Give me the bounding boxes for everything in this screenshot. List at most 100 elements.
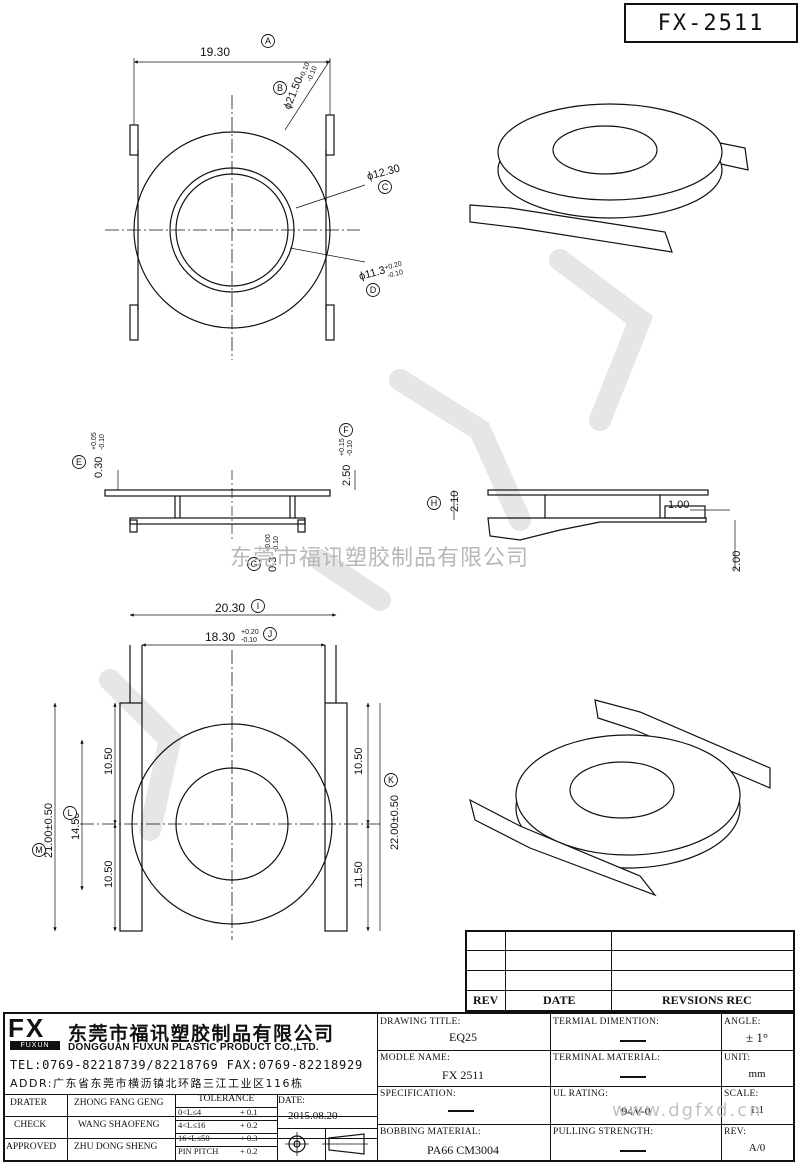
date-value: 2015.08.20 xyxy=(288,1110,338,1122)
front-view-labels: 0.30 +0.05 -0.10 2.50 +0.15 -0.10 0.3 +0… xyxy=(91,432,354,572)
angle-label: ANGLE: xyxy=(724,1017,761,1027)
dim-right-top: 10.50 xyxy=(353,747,365,775)
dim-g: 0.3 xyxy=(267,557,279,572)
dim-left-bottom: 10.50 xyxy=(103,860,115,888)
dim-f: 2.50 xyxy=(341,465,353,486)
ul-rating: 94V-0 xyxy=(621,1104,651,1118)
dim-b: ϕ21.50 xyxy=(282,75,306,111)
scale: 1:1 xyxy=(749,1104,765,1116)
check-name: WANG SHAOFENG xyxy=(78,1120,160,1130)
drawing-title-label: DRAWING TITLE: xyxy=(380,1017,461,1027)
dim-f-tol-low: -0.10 xyxy=(347,440,354,456)
bobbin-material-label: BOBBING MATERIAL: xyxy=(380,1127,481,1137)
callout-e: E xyxy=(76,457,82,467)
logo-sub: FUXUN xyxy=(10,1041,60,1050)
tol-range-2: 4<L≤16 xyxy=(178,1120,206,1130)
bottom-view-labels: 20.30 18.30 +0.20 -0.10 21.00±0.50 14.50… xyxy=(43,601,401,888)
callouts xyxy=(32,34,441,857)
callout-m: M xyxy=(35,845,43,855)
dim-left-top: 10.50 xyxy=(103,747,115,775)
callout-k: K xyxy=(388,775,394,785)
rev-header: REV xyxy=(473,993,499,1007)
tol-range-3: 16<L≤50 xyxy=(178,1133,210,1143)
rev-label: REV: xyxy=(724,1127,747,1137)
rev-value: A/0 xyxy=(748,1142,766,1154)
drawing-number: FX-2511 xyxy=(624,3,798,43)
dim-l: 14.50 xyxy=(70,812,82,840)
ul-rating-label: UL RATING: xyxy=(553,1089,609,1099)
dim-m: 21.00±0.50 xyxy=(43,803,55,858)
dim-e-tol-low: -0.10 xyxy=(99,434,106,450)
dim-e: 0.30 xyxy=(93,457,105,478)
dim-a: 19.30 xyxy=(200,45,230,59)
revision-table: REV DATE REVSIONS REC xyxy=(465,930,795,1012)
isometric-view-top xyxy=(469,103,749,253)
drater-label: DRATER xyxy=(10,1098,47,1108)
callout-h: H xyxy=(431,498,438,508)
check-label: CHECK xyxy=(14,1120,47,1130)
dim-side-2: 2.00 xyxy=(731,551,743,572)
company-address: ADDR:广东省东莞市横沥镇北环路三江工业区116栋 xyxy=(10,1077,304,1090)
dim-j: 18.30 xyxy=(205,630,235,644)
callout-l: L xyxy=(67,808,72,818)
dim-e-tol-up: +0.05 xyxy=(91,432,98,450)
title-block xyxy=(3,1012,795,1162)
dim-g-tol-up: +0.00 xyxy=(265,534,272,552)
dim-d-tol-low: -0.10 xyxy=(387,269,404,280)
terminal-dimention-label: TERMIAL DIMENTION: xyxy=(553,1017,660,1027)
tol-range-1: 0<L≤4 xyxy=(178,1107,202,1117)
bottom-view xyxy=(53,613,381,940)
projection-symbol-icon xyxy=(285,1132,368,1156)
callout-b: B xyxy=(277,83,283,93)
logo-fx: FX xyxy=(8,1013,46,1043)
date-header: DATE xyxy=(543,993,576,1007)
dim-d-tol-up: +0.20 xyxy=(384,261,403,272)
isometric-view-bottom xyxy=(469,699,771,897)
dim-k: 22.00±0.50 xyxy=(389,795,401,850)
callout-c: C xyxy=(382,182,389,192)
dim-i: 20.30 xyxy=(215,601,245,615)
terminal-dimention-empty xyxy=(620,1040,646,1042)
tol-range-4: PIN PITCH xyxy=(178,1146,219,1156)
specification-empty xyxy=(448,1110,474,1112)
dim-f-tol-up: +0.15 xyxy=(339,438,346,456)
specification-label: SPECIFICATION: xyxy=(380,1089,456,1099)
top-view xyxy=(105,58,366,360)
callout-f: F xyxy=(343,425,349,435)
pulling-strength-label: PULLING STRENGTH: xyxy=(553,1127,654,1137)
unit-label: UNIT: xyxy=(724,1053,751,1063)
callout-a: A xyxy=(265,36,271,46)
dim-c: ϕ12.30 xyxy=(366,163,402,183)
dim-g-tol-low: -0.10 xyxy=(273,536,280,552)
watermark-site: www.dgfxd.cn xyxy=(612,1100,763,1121)
watermark-text: 东莞市福讯塑胶制品有限公司 xyxy=(230,546,530,571)
terminal-material-label: TERMINAL MATERIAL: xyxy=(553,1053,661,1063)
unit: mm xyxy=(748,1068,766,1080)
top-view-labels: 19.30 ϕ21.50 +0.10 -0.10 ϕ12.30 ϕ11.3 +0… xyxy=(200,45,404,283)
dim-j-tol-up: +0.20 xyxy=(241,629,259,636)
pulling-strength-empty xyxy=(620,1150,646,1152)
angle: ± 1° xyxy=(745,1030,769,1045)
company-tel: TEL:0769-82218739/82218769 FAX:0769-8221… xyxy=(10,1058,364,1072)
company-logo: FX xyxy=(8,1013,46,1043)
approved-name: ZHU DONG SHENG xyxy=(74,1142,158,1152)
drawing-title: EQ25 xyxy=(449,1030,477,1044)
scale-label: SCALE: xyxy=(724,1089,759,1099)
company-name-cn: 东莞市福讯塑胶制品有限公司 xyxy=(68,1023,335,1045)
side-view xyxy=(453,489,736,570)
date-label: DATE: xyxy=(278,1096,305,1106)
tol-value-2: + 0.2 xyxy=(240,1120,258,1130)
callout-i: I xyxy=(257,601,260,611)
tolerance-title: TOLERANCE xyxy=(198,1094,255,1104)
side-view-labels: 2.10 1.00 2.00 xyxy=(449,491,743,572)
terminal-material-empty xyxy=(620,1076,646,1078)
front-view xyxy=(104,470,356,540)
dim-d: ϕ11.3 xyxy=(358,264,387,283)
tol-value-3: + 0.3 xyxy=(240,1133,258,1143)
revisions-header: REVSIONS REC xyxy=(662,993,752,1007)
dim-h: 2.10 xyxy=(449,491,461,512)
callout-j: J xyxy=(268,629,273,639)
company-name-en: DONGGUAN FUXUN PLASTIC PRODUCT CO.,LTD. xyxy=(68,1042,319,1053)
tol-value-4: + 0.2 xyxy=(240,1146,258,1156)
